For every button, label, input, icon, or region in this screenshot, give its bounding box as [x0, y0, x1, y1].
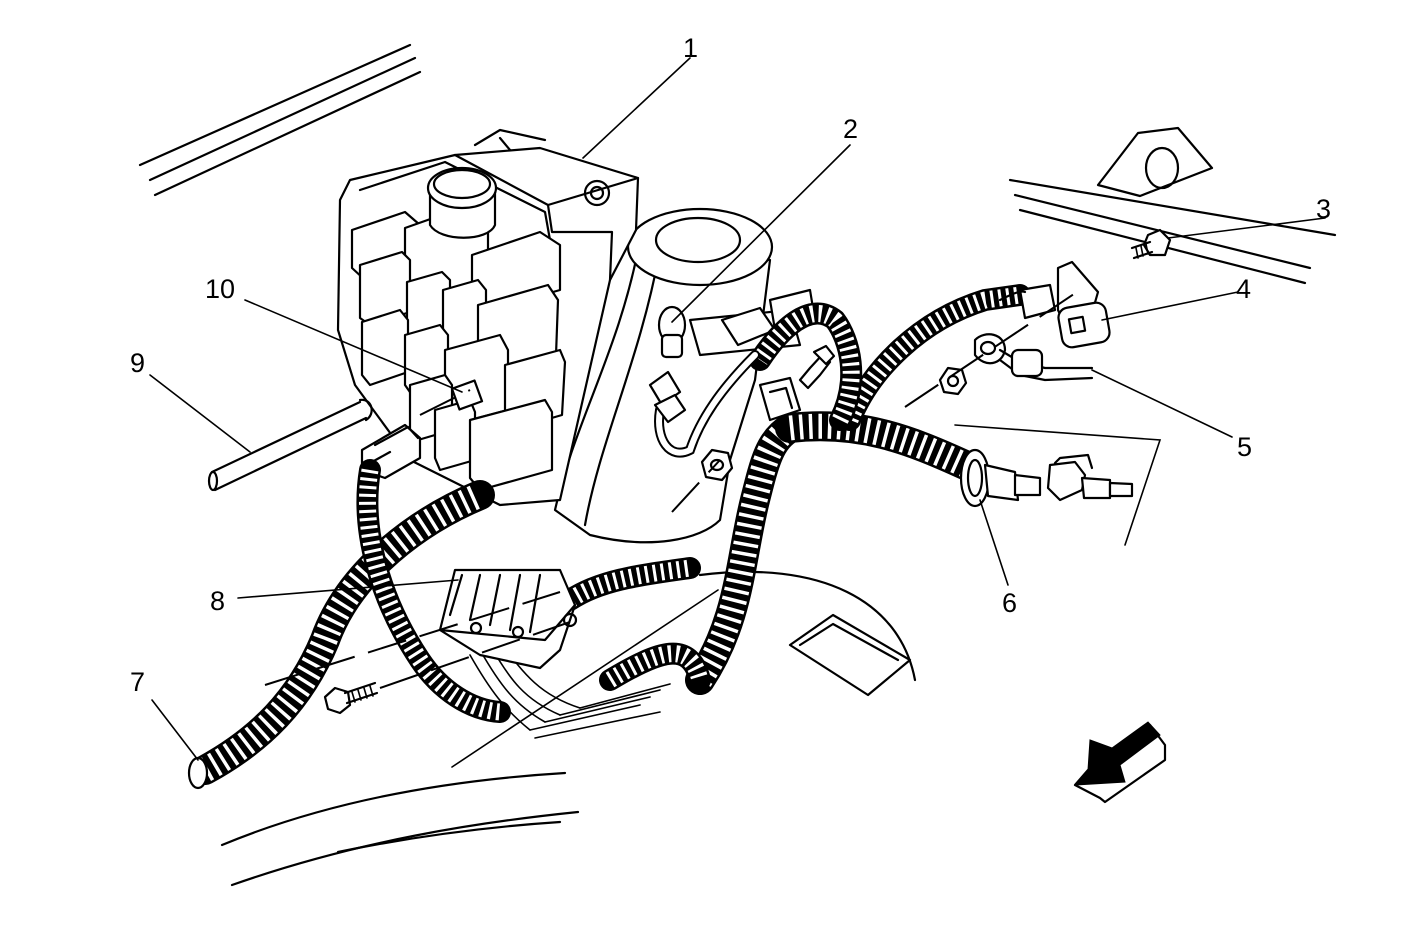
callout-4: 4 [1236, 274, 1251, 304]
mount-bracket [1096, 126, 1214, 198]
callout-1: 1 [683, 33, 698, 63]
assembly-lines [264, 289, 1081, 689]
fluid-level-sensor [648, 305, 687, 424]
direction-arrow-icon [1073, 721, 1167, 804]
harness-clip [758, 376, 802, 422]
callout-3: 3 [1316, 194, 1331, 224]
callout-labels: 1 2 3 4 5 6 7 8 9 10 [130, 33, 1331, 697]
vacuum-hose [207, 398, 373, 492]
leader-lines [149, 57, 1326, 768]
ground-nut [938, 366, 968, 396]
callout-5: 5 [1237, 432, 1252, 462]
callout-8: 8 [210, 586, 225, 616]
callout-2: 2 [843, 114, 858, 144]
grommet [959, 448, 1042, 508]
wiring-harness [187, 284, 1031, 790]
stud-bolt [798, 344, 836, 390]
callout-6: 6 [1002, 588, 1017, 618]
screw [1130, 228, 1172, 260]
harness-connector [438, 568, 578, 670]
relay-center [336, 128, 640, 507]
callout-7: 7 [130, 667, 145, 697]
callout-10: 10 [205, 274, 235, 304]
bolt-icon [323, 681, 379, 715]
panel-indent [788, 613, 912, 697]
callout-9: 9 [130, 348, 145, 378]
sensor-connector [998, 260, 1111, 349]
brake-switch-connector [1046, 453, 1134, 502]
